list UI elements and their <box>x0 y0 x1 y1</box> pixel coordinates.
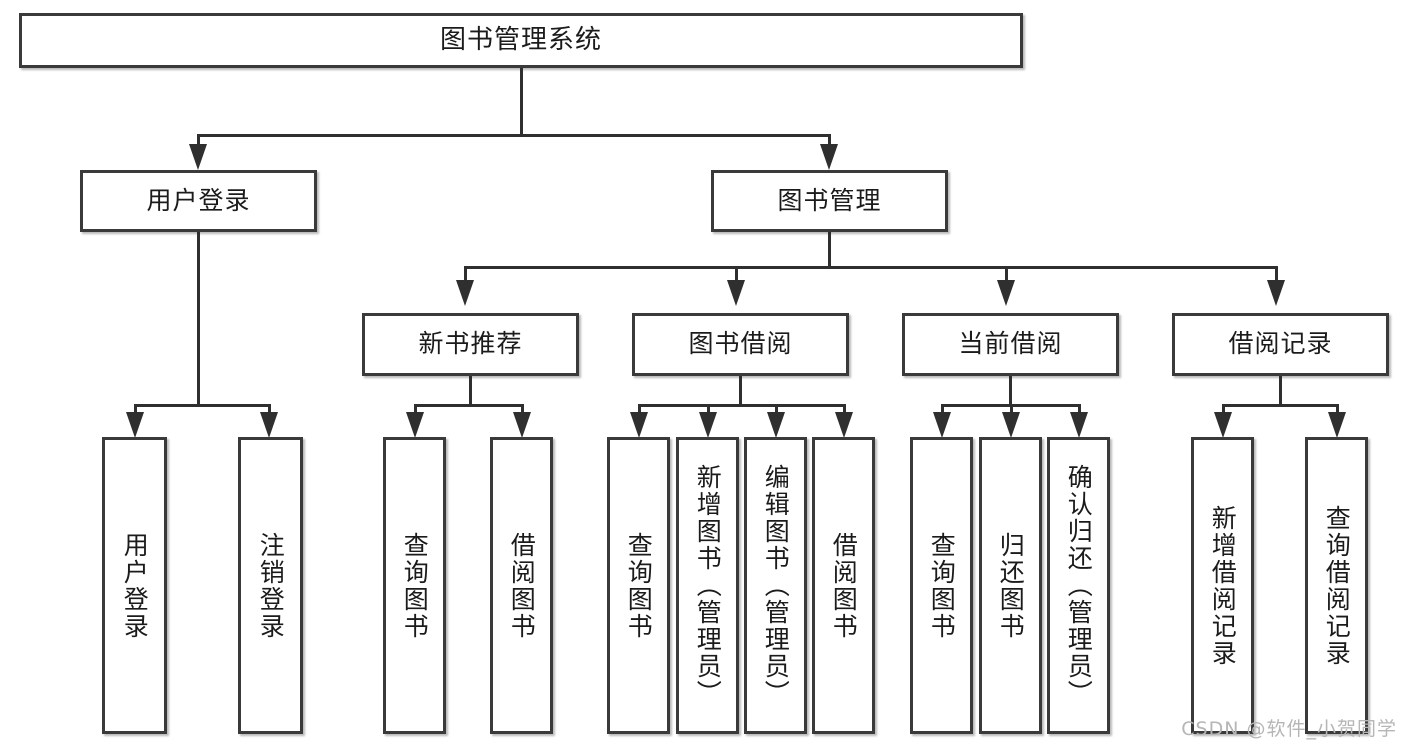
arrowhead-to-user-login <box>189 144 207 170</box>
node-label: 当前借阅 <box>958 329 1063 359</box>
connector-user-login-stem <box>197 232 200 406</box>
connector-user-login-leaf-2-drop <box>268 404 271 414</box>
connector-cb-leaf-1-drop <box>941 404 944 414</box>
arrowhead-to-book-borrow <box>727 280 745 306</box>
connector-root-stem <box>520 68 523 136</box>
arrowhead-to-new-book-recommend <box>456 280 474 306</box>
node-label: 新增借阅记录 <box>1208 504 1238 667</box>
connector-bb-leaf-4-drop <box>843 404 846 414</box>
node-label: 确认归还（管理员） <box>1064 464 1094 707</box>
connector-br-leaf-1-drop <box>1222 404 1225 414</box>
node-label: 新书推荐 <box>418 329 523 359</box>
arrowhead-user-login-leaf-2 <box>260 412 278 438</box>
connector-user-login-bus <box>134 404 271 407</box>
leaf-nbr-query-books[interactable]: 查询图书 <box>383 437 446 734</box>
arrowhead-to-current-borrow <box>997 280 1015 306</box>
connector-new-book-recommend-bus <box>414 404 524 407</box>
connector-nbr-leaf-2-drop <box>521 404 524 414</box>
leaf-br-add-record[interactable]: 新增借阅记录 <box>1191 437 1254 734</box>
node-label: 借阅记录 <box>1228 329 1333 359</box>
node-label: 注销登录 <box>256 531 286 640</box>
node-label: 归还图书 <box>996 531 1026 640</box>
connector-new-book-recommend-stem <box>469 376 472 406</box>
arrowhead-bb-leaf-3 <box>767 412 785 438</box>
connector-user-login-leaf-1-drop <box>134 404 137 414</box>
arrowhead-user-login-leaf-1 <box>126 412 144 438</box>
connector-current-borrow-stem <box>1009 376 1012 406</box>
node-label: 查询借阅记录 <box>1322 504 1352 667</box>
node-book-borrow[interactable]: 图书借阅 <box>632 313 849 376</box>
arrowhead-cb-leaf-2 <box>1002 412 1020 438</box>
arrowhead-bb-leaf-2 <box>699 412 717 438</box>
connector-to-book-borrow <box>735 266 738 282</box>
arrowhead-nbr-leaf-2 <box>513 412 531 438</box>
connector-level2-bus <box>197 134 831 137</box>
connector-bb-leaf-3-drop <box>775 404 778 414</box>
arrowhead-nbr-leaf-1 <box>406 412 424 438</box>
connector-cb-leaf-2-drop <box>1010 404 1013 414</box>
node-label: 查询图书 <box>400 531 430 640</box>
leaf-cb-return-books[interactable]: 归还图书 <box>979 437 1042 734</box>
node-book-management[interactable]: 图书管理 <box>711 170 948 232</box>
leaf-cb-confirm-return-admin[interactable]: 确认归还（管理员） <box>1047 437 1110 734</box>
leaf-user-logout[interactable]: 注销登录 <box>238 437 303 734</box>
leaf-bb-query-books[interactable]: 查询图书 <box>607 437 670 734</box>
leaf-cb-query-books[interactable]: 查询图书 <box>910 437 973 734</box>
leaf-bb-edit-book-admin[interactable]: 编辑图书（管理员） <box>744 437 807 734</box>
connector-level3-bus <box>464 266 1278 269</box>
node-label: 借阅图书 <box>507 531 537 640</box>
arrowhead-bb-leaf-4 <box>835 412 853 438</box>
node-label: 图书管理 <box>777 185 882 215</box>
connector-br-leaf-2-drop <box>1336 404 1339 414</box>
watermark: CSDN @软件_小贺同学 <box>1181 718 1397 740</box>
arrowhead-cb-leaf-1 <box>933 412 951 438</box>
arrowhead-bb-leaf-1 <box>630 412 648 438</box>
node-label: 查询图书 <box>624 531 654 640</box>
connector-cb-leaf-3-drop <box>1078 404 1081 414</box>
leaf-bb-add-book-admin[interactable]: 新增图书（管理员） <box>676 437 739 734</box>
node-current-borrow[interactable]: 当前借阅 <box>902 313 1119 376</box>
arrowhead-br-leaf-1 <box>1214 412 1232 438</box>
connector-to-book-management <box>828 134 831 146</box>
leaf-br-query-record[interactable]: 查询借阅记录 <box>1305 437 1368 734</box>
connector-borrow-record-stem <box>1279 376 1282 406</box>
node-root-book-management-system[interactable]: 图书管理系统 <box>19 13 1023 68</box>
node-label: 新增图书（管理员） <box>693 464 723 707</box>
arrowhead-to-book-management <box>820 144 838 170</box>
connector-to-borrow-record <box>1275 266 1278 282</box>
connector-nbr-leaf-1-drop <box>414 404 417 414</box>
node-label: 用户登录 <box>120 531 150 640</box>
node-label: 图书借阅 <box>688 329 793 359</box>
connector-book-borrow-bus <box>638 404 846 407</box>
arrowhead-to-borrow-record <box>1267 280 1285 306</box>
node-label: 查询图书 <box>927 531 957 640</box>
arrowhead-br-leaf-2 <box>1328 412 1346 438</box>
leaf-nbr-borrow-books[interactable]: 借阅图书 <box>490 437 553 734</box>
connector-bb-leaf-2-drop <box>707 404 710 414</box>
leaf-bb-borrow-books[interactable]: 借阅图书 <box>812 437 875 734</box>
connector-book-management-stem <box>828 232 831 268</box>
node-new-book-recommend[interactable]: 新书推荐 <box>362 313 579 376</box>
connector-borrow-record-bus <box>1222 404 1339 407</box>
node-borrow-record[interactable]: 借阅记录 <box>1172 313 1389 376</box>
connector-to-new-book-recommend <box>464 266 467 282</box>
connector-to-current-borrow <box>1005 266 1008 282</box>
node-user-login[interactable]: 用户登录 <box>80 170 317 232</box>
leaf-user-login[interactable]: 用户登录 <box>102 437 167 734</box>
arrowhead-cb-leaf-3 <box>1070 412 1088 438</box>
connector-bb-leaf-1-drop <box>638 404 641 414</box>
node-label: 借阅图书 <box>829 531 859 640</box>
node-label: 图书管理系统 <box>439 24 602 55</box>
connector-book-borrow-stem <box>739 376 742 406</box>
connector-to-user-login <box>197 134 200 146</box>
node-label: 编辑图书（管理员） <box>761 464 791 707</box>
node-label: 用户登录 <box>146 185 251 215</box>
